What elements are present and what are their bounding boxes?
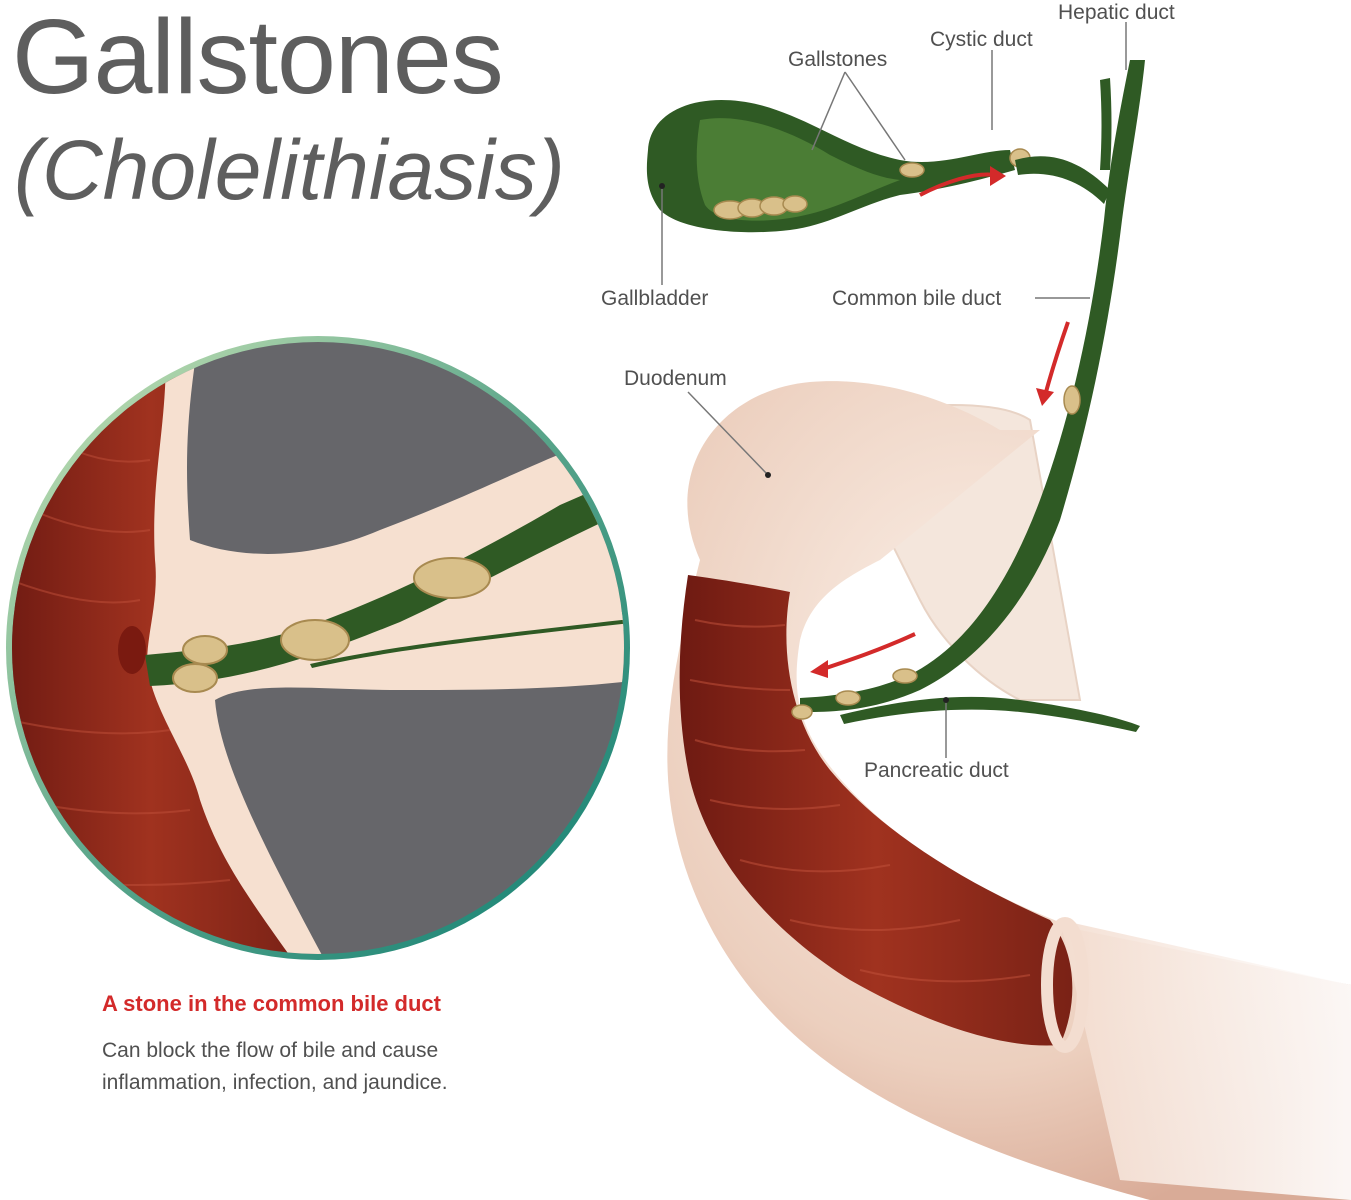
label-cystic-duct: Cystic duct (930, 28, 1033, 51)
label-common-bile-duct: Common bile duct (832, 287, 1002, 310)
caption-line-2: inflammation, infection, and jaundice. (102, 1071, 448, 1094)
label-pancreatic-duct: Pancreatic duct (864, 759, 1009, 782)
zoom-inset (6, 336, 630, 960)
label-gallstones: Gallstones (788, 48, 888, 71)
caption-line-1: Can block the flow of bile and cause (102, 1039, 439, 1062)
diagram-title: Gallstones (12, 0, 504, 116)
duodenum-illustration (667, 381, 1351, 1200)
label-duodenum: Duodenum (624, 367, 727, 390)
label-hepatic-duct: Hepatic duct (1058, 1, 1175, 24)
biliary-tree (646, 60, 1145, 732)
leader-lines (661, 22, 1127, 758)
diagram-subtitle: (Cholelithiasis) (14, 123, 565, 217)
caption-body: Can block the flow of bile and cause inf… (102, 1035, 562, 1099)
caption-title: A stone in the common bile duct (102, 991, 441, 1016)
label-gallbladder: Gallbladder (601, 287, 709, 310)
